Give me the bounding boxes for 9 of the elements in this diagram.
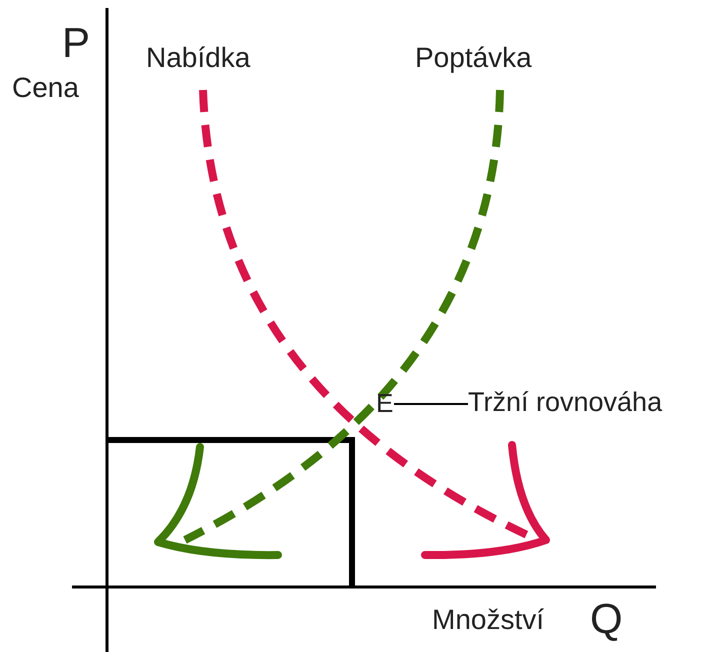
axis-label: Q xyxy=(590,598,623,640)
curve-label: Poptávka xyxy=(415,44,532,72)
axis-label: Cena xyxy=(12,74,79,102)
leader-line xyxy=(394,403,468,405)
point-label: E xyxy=(376,390,394,416)
axis-label: Množství xyxy=(432,606,544,634)
callout-text: Tržní rovnováha xyxy=(468,389,662,416)
curve-label: Nabídka xyxy=(146,44,250,72)
axis-label: P xyxy=(62,22,90,64)
